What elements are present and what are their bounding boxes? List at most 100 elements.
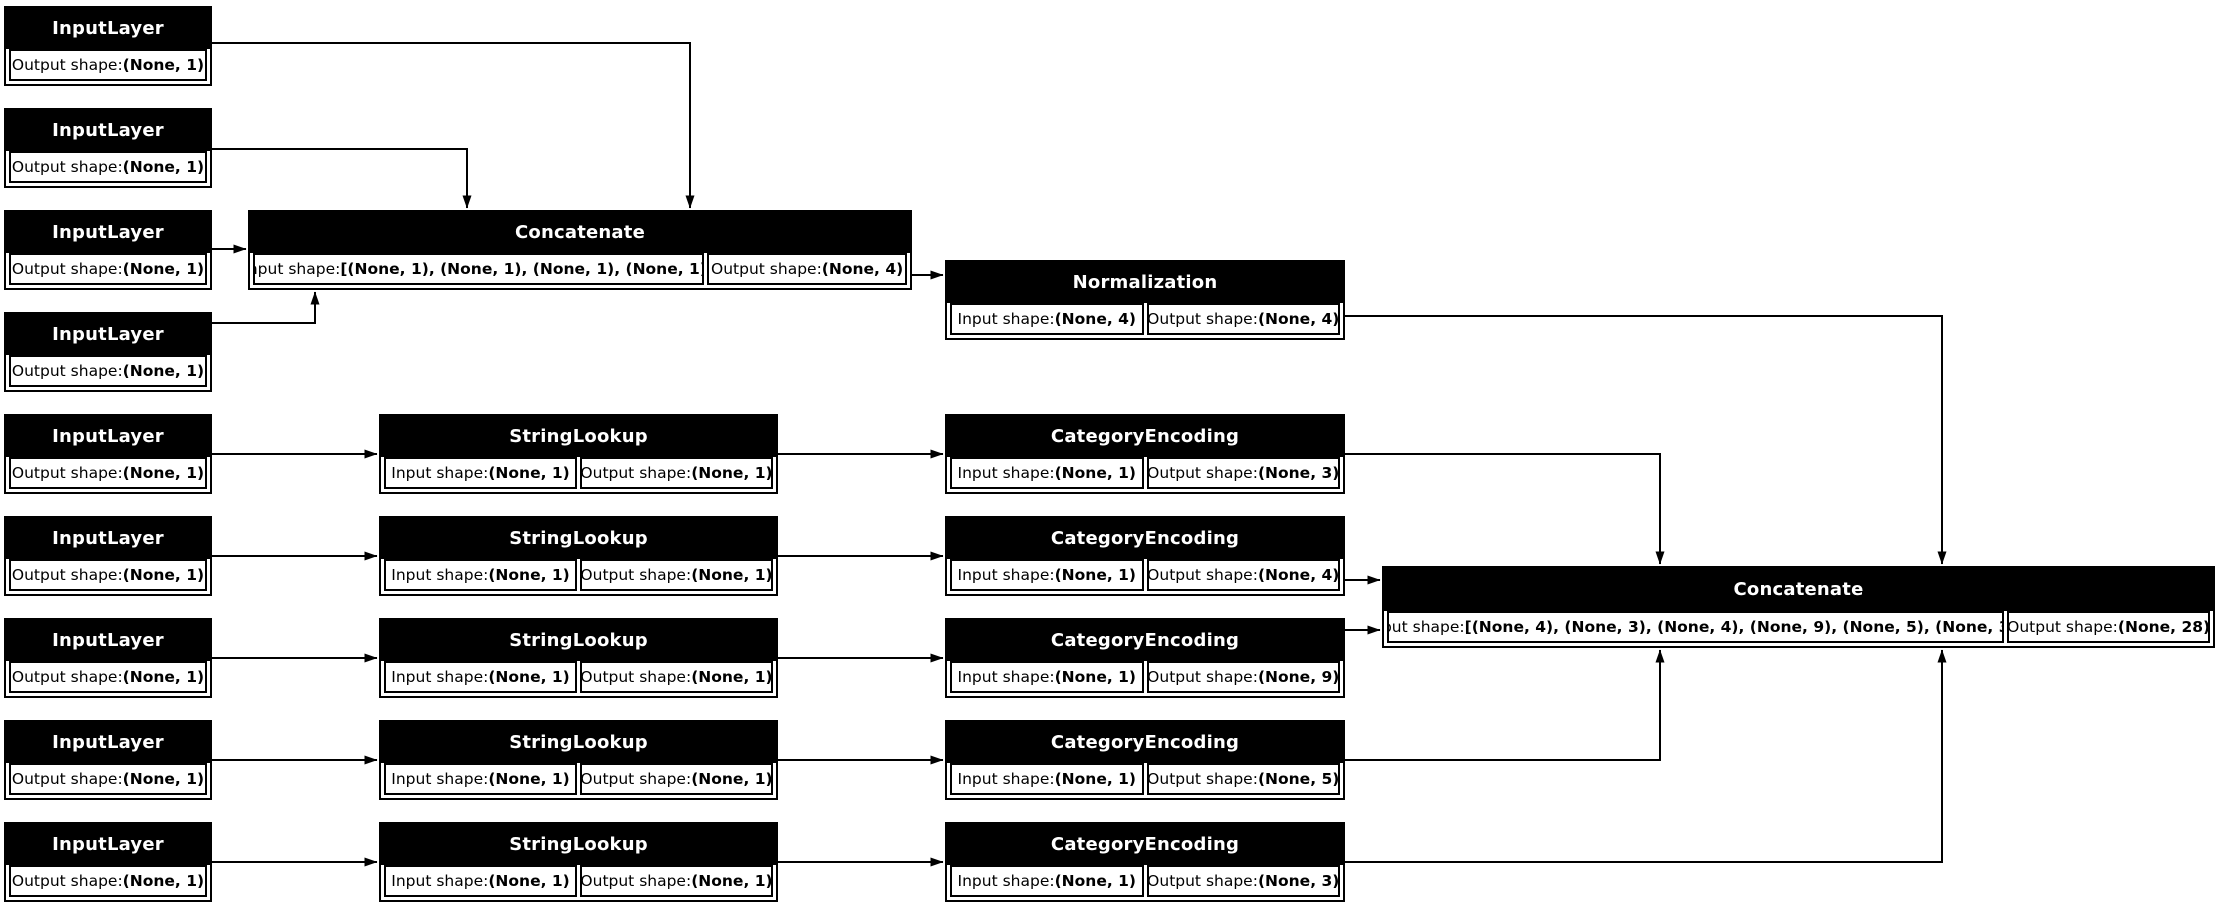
shape-prefix: Input shape: [391, 668, 489, 686]
shape-value: (None, 4) [1257, 566, 1340, 584]
node-string-lookup-5-output-shape: Output shape: (None, 1) [580, 865, 773, 897]
node-concatenate-2-title: Concatenate [1384, 568, 2213, 611]
node-category-encoding-1-input-shape: Input shape: (None, 1) [950, 457, 1144, 489]
shape-prefix: Output shape: [11, 56, 123, 74]
node-category-encoding-5: CategoryEncoding Input shape: (None, 1) … [945, 822, 1345, 902]
shape-value: (None, 1) [691, 566, 773, 584]
node-category-encoding-4-output-shape: Output shape: (None, 5) [1146, 763, 1340, 795]
node-concatenate-1-output-shape: Output shape: (None, 4) [707, 253, 907, 285]
shape-value: (None, 1) [122, 566, 205, 584]
shape-value: [(None, 1), (None, 1), (None, 1), (None,… [340, 260, 705, 278]
node-category-encoding-4-input-shape: Input shape: (None, 1) [950, 763, 1144, 795]
node-input-4-output-shape: Output shape: (None, 1) [9, 355, 207, 387]
shape-value: (None, 1) [122, 56, 205, 74]
shape-prefix: Output shape: [711, 260, 822, 278]
node-input-8-output-shape: Output shape: (None, 1) [9, 763, 207, 795]
shape-value: (None, 1) [1054, 770, 1136, 788]
node-concatenate-1-input-shape: Input shape: [(None, 1), (None, 1), (Non… [253, 253, 705, 285]
node-category-encoding-5-input-shape: Input shape: (None, 1) [950, 865, 1144, 897]
node-string-lookup-5-input-shape: Input shape: (None, 1) [384, 865, 577, 897]
shape-value: (None, 1) [488, 668, 570, 686]
node-string-lookup-3-output-shape: Output shape: (None, 1) [580, 661, 773, 693]
node-string-lookup-1-input-shape: Input shape: (None, 1) [384, 457, 577, 489]
shape-value: (None, 5) [1257, 770, 1340, 788]
node-input-7-output-shape: Output shape: (None, 1) [9, 661, 207, 693]
node-string-lookup-2-input-shape: Input shape: (None, 1) [384, 559, 577, 591]
node-category-encoding-1-title: CategoryEncoding [947, 416, 1343, 457]
node-category-encoding-1-output-shape: Output shape: (None, 3) [1146, 457, 1340, 489]
shape-value: (None, 1) [691, 668, 773, 686]
edge-input-1-to-concatenate-1 [212, 42, 695, 209]
shape-value: (None, 1) [488, 872, 570, 890]
node-normalization-1-title: Normalization [947, 262, 1343, 303]
shape-value: (None, 4) [821, 260, 904, 278]
node-concatenate-2: Concatenate Input shape: [(None, 4), (No… [1382, 566, 2215, 648]
node-input-2-output-shape: Output shape: (None, 1) [9, 151, 207, 183]
node-concatenate-1-title: Concatenate [250, 212, 910, 253]
node-string-lookup-4-title: StringLookup [381, 722, 776, 763]
node-string-lookup-1-output-shape: Output shape: (None, 1) [580, 457, 773, 489]
node-string-lookup-3-title: StringLookup [381, 620, 776, 661]
node-category-encoding-2-title: CategoryEncoding [947, 518, 1343, 559]
edge-category-encoding-5-to-concatenate-2 [1345, 649, 1947, 863]
shape-prefix: Output shape: [11, 158, 123, 176]
node-concatenate-2-output-shape: Output shape: (None, 28) [2007, 611, 2210, 643]
shape-value: (None, 4) [1054, 310, 1136, 328]
shape-value: (None, 3) [1257, 872, 1340, 890]
node-input-9-output-shape: Output shape: (None, 1) [9, 865, 207, 897]
node-concatenate-1: Concatenate Input shape: [(None, 1), (No… [248, 210, 912, 290]
shape-prefix: Output shape: [1147, 464, 1258, 482]
shape-prefix: Output shape: [11, 872, 123, 890]
shape-prefix: Input shape: [957, 566, 1055, 584]
node-string-lookup-3: StringLookup Input shape: (None, 1) Outp… [379, 618, 778, 698]
shape-value: (None, 1) [122, 872, 205, 890]
shape-value: (None, 1) [122, 668, 205, 686]
node-category-encoding-1: CategoryEncoding Input shape: (None, 1) … [945, 414, 1345, 494]
shape-prefix: Output shape: [1147, 566, 1258, 584]
node-input-2: InputLayer Output shape: (None, 1) [4, 108, 212, 188]
shape-prefix: Input shape: [391, 770, 489, 788]
shape-prefix: Output shape: [580, 872, 692, 890]
shape-value: (None, 1) [1054, 668, 1136, 686]
shape-value: (None, 1) [691, 464, 773, 482]
node-input-6-output-shape: Output shape: (None, 1) [9, 559, 207, 591]
node-category-encoding-3: CategoryEncoding Input shape: (None, 1) … [945, 618, 1345, 698]
node-category-encoding-3-title: CategoryEncoding [947, 620, 1343, 661]
node-normalization-1-input-shape: Input shape: (None, 4) [950, 303, 1144, 335]
shape-prefix: Output shape: [1147, 872, 1258, 890]
node-input-5-output-shape: Output shape: (None, 1) [9, 457, 207, 489]
node-string-lookup-5-title: StringLookup [381, 824, 776, 865]
shape-value: (None, 9) [1257, 668, 1340, 686]
node-string-lookup-4-input-shape: Input shape: (None, 1) [384, 763, 577, 795]
shape-value: (None, 28) [2117, 618, 2210, 636]
shape-value: (None, 1) [122, 362, 205, 380]
node-input-3: InputLayer Output shape: (None, 1) [4, 210, 212, 290]
shape-prefix: Output shape: [580, 770, 692, 788]
shape-prefix: Input shape: [957, 668, 1055, 686]
shape-prefix: Output shape: [11, 362, 123, 380]
node-input-8-title: InputLayer [6, 722, 210, 763]
node-string-lookup-1-title: StringLookup [381, 416, 776, 457]
node-category-encoding-2-input-shape: Input shape: (None, 1) [950, 559, 1144, 591]
shape-prefix: Input shape: [957, 464, 1055, 482]
shape-prefix: Input shape: [1389, 618, 1465, 636]
node-category-encoding-4: CategoryEncoding Input shape: (None, 1) … [945, 720, 1345, 800]
node-string-lookup-4: StringLookup Input shape: (None, 1) Outp… [379, 720, 778, 800]
shape-prefix: Output shape: [1147, 770, 1258, 788]
node-category-encoding-3-output-shape: Output shape: (None, 9) [1146, 661, 1340, 693]
edge-normalization-1-to-concatenate-2 [1345, 315, 1947, 565]
node-string-lookup-1: StringLookup Input shape: (None, 1) Outp… [379, 414, 778, 494]
edge-category-encoding-4-to-concatenate-2 [1345, 649, 1665, 761]
node-string-lookup-2-title: StringLookup [381, 518, 776, 559]
node-input-5: InputLayer Output shape: (None, 1) [4, 414, 212, 494]
shape-prefix: Output shape: [11, 770, 123, 788]
shape-value: (None, 1) [122, 260, 205, 278]
shape-value: (None, 3) [1257, 464, 1340, 482]
shape-prefix: Input shape: [957, 872, 1055, 890]
node-input-6: InputLayer Output shape: (None, 1) [4, 516, 212, 596]
shape-prefix: Output shape: [580, 668, 692, 686]
shape-value: (None, 1) [488, 566, 570, 584]
node-input-9-title: InputLayer [6, 824, 210, 865]
node-input-1-output-shape: Output shape: (None, 1) [9, 49, 207, 81]
